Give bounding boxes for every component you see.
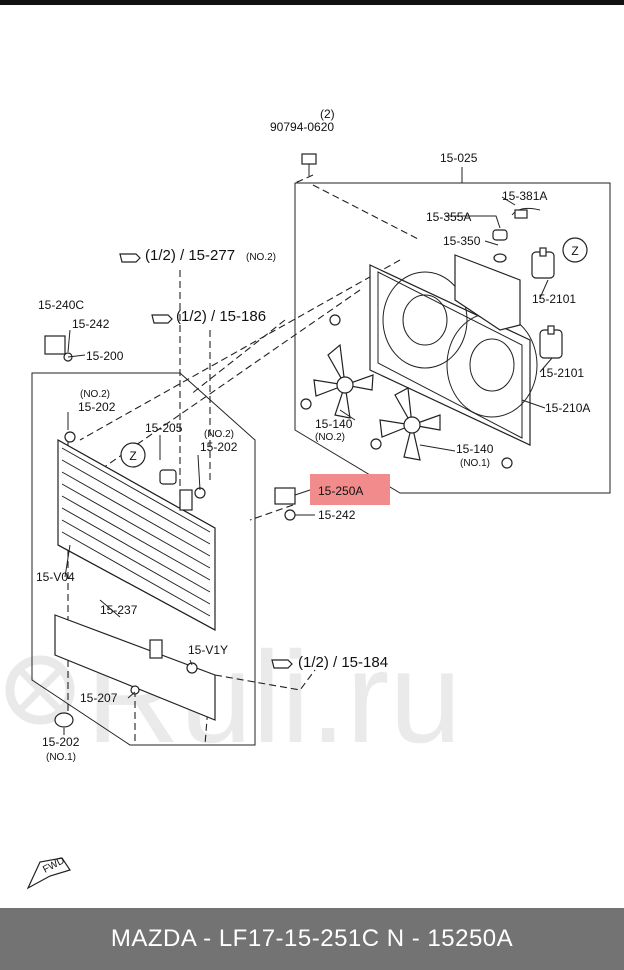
label-ref-186: (1/2) / 15-186	[176, 308, 266, 325]
cap-355a-part	[492, 229, 508, 241]
fan-nut-no2	[300, 398, 312, 410]
label-ref-184: (1/2) / 15-184	[298, 654, 388, 671]
label-140-no1: 15-140	[456, 442, 494, 456]
label-202-no2-a: 15-202	[78, 400, 116, 414]
part-number-text: MAZDA - LF17-15-251C N - 15250A	[110, 925, 514, 952]
label-bolt-qty: (2)	[320, 107, 335, 121]
label-motor-bottom: 15-2101	[540, 366, 584, 380]
fan-bolt-b	[501, 457, 513, 469]
label-bolt-num: 90794-0620	[270, 120, 334, 134]
fan-group-box	[294, 182, 611, 494]
label-202-no2-b: 15-202	[200, 440, 238, 454]
watermark-text: Ruli.ru	[86, 624, 462, 770]
radiator-fittings	[44, 335, 296, 728]
radiator-lower-tank	[54, 614, 216, 721]
fan-nut-no1	[370, 438, 382, 450]
label-motor-top: 15-2101	[532, 292, 576, 306]
label-bracket-240c: 15-240C	[38, 298, 84, 312]
label-cap-355a: 15-355A	[426, 210, 471, 224]
fan-no2	[313, 343, 374, 419]
label-237: 15-237	[100, 603, 138, 617]
radiator-core	[57, 438, 216, 632]
label-140-no2-qty: (NO.2)	[315, 432, 345, 443]
highlight-15-250a	[310, 474, 390, 505]
label-140-no1-qty: (NO.1)	[460, 458, 490, 469]
parts-diagram: Ruli.ru	[0, 0, 624, 890]
fan-bolt-a	[329, 314, 341, 326]
label-207: 15-207	[80, 691, 118, 705]
label-hose: 15-381A	[502, 189, 547, 203]
z-marker-top: Z	[562, 237, 588, 263]
label-202-no2-a-qty: (NO.2)	[80, 389, 110, 400]
label-205: 15-205	[145, 421, 183, 435]
fan-motor-top	[531, 247, 555, 279]
part-number-footer: MAZDA - LF17-15-251C N - 15250A	[0, 908, 624, 970]
fan-no1	[379, 387, 441, 461]
svg-text:Z: Z	[571, 244, 578, 258]
label-202-no2-b-qty: (NO.2)	[204, 429, 234, 440]
label-242-bottom: 15-242	[318, 508, 356, 522]
label-fan-210a: 15-210A	[545, 401, 590, 415]
label-ref-277-no: (NO.2)	[246, 252, 276, 263]
pointer-hand-icon	[119, 253, 141, 263]
label-radiator: 15-200	[86, 349, 124, 363]
pointer-hand-icon	[271, 659, 293, 669]
watermark-logo	[5, 655, 75, 725]
pointer-hand-icon	[151, 314, 173, 324]
z-marker-left: Z	[120, 442, 146, 468]
label-v04: 15-V04	[36, 570, 75, 584]
top-rule	[0, 0, 624, 5]
label-250a: 15-250A	[318, 484, 363, 498]
label-242-top: 15-242	[72, 317, 110, 331]
label-shroud: 15-025	[440, 151, 478, 165]
label-ref-277: (1/2) / 15-277	[145, 247, 235, 264]
label-202-no1: 15-202	[42, 735, 80, 749]
label-202-no1-qty: (NO.1)	[46, 752, 76, 763]
fwd-arrow-icon: FWD	[26, 855, 71, 890]
label-tank: 15-350	[443, 234, 481, 248]
fan-motor-bottom	[539, 325, 563, 359]
svg-text:Z: Z	[129, 449, 136, 463]
label-v1y: 15-V1Y	[188, 643, 228, 657]
label-140-no2: 15-140	[315, 417, 353, 431]
reservoir-tank	[454, 207, 541, 331]
bolt-90794-0620	[301, 153, 317, 176]
